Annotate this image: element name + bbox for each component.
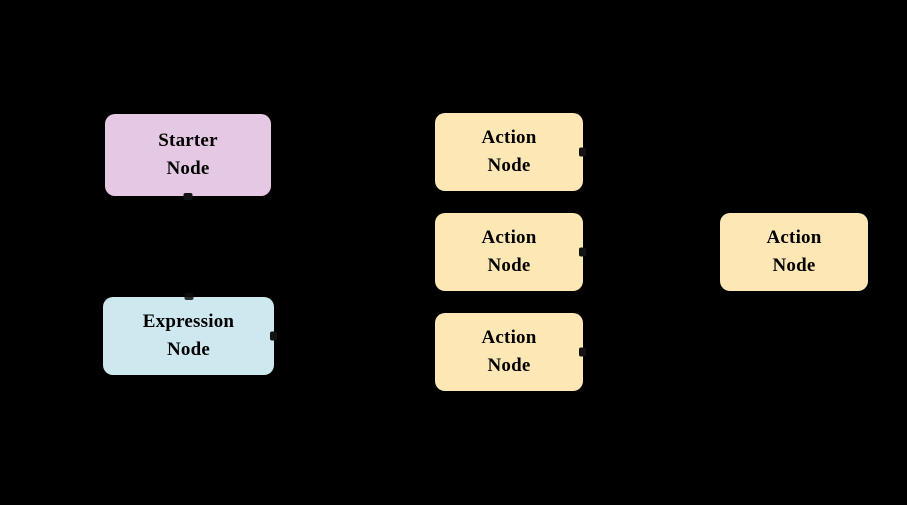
node-action-1-label-line2: Node — [487, 155, 531, 176]
node-action-3-label-line2: Node — [487, 355, 531, 376]
node-action-1-label-line1: Action — [481, 127, 537, 149]
node-action-4-label-line2: Node — [772, 255, 816, 276]
node-action-3-label-line1: Action — [481, 327, 537, 349]
node-action-3-output-port[interactable] — [579, 347, 586, 357]
node-action-1-output-port[interactable] — [579, 147, 586, 157]
node-expression[interactable]: Expression Node — [103, 293, 277, 375]
node-starter-output-port[interactable] — [183, 193, 193, 200]
node-action-3[interactable]: Action Node — [435, 313, 586, 391]
node-action-1[interactable]: Action Node — [435, 113, 586, 191]
node-starter-label-line2: Node — [166, 158, 210, 179]
node-action-2-output-port[interactable] — [579, 247, 586, 257]
node-expression-label-line1: Expression — [142, 311, 235, 333]
node-action-4[interactable]: Action Node — [720, 213, 868, 291]
node-action-2-label-line1: Action — [481, 227, 537, 249]
node-expression-output-port[interactable] — [270, 331, 277, 341]
node-starter-label-line1: Starter — [158, 130, 218, 152]
node-action-2[interactable]: Action Node — [435, 213, 586, 291]
node-expression-label-line2: Node — [166, 339, 211, 360]
node-starter[interactable]: Starter Node — [105, 114, 271, 200]
node-action-4-label-line1: Action — [766, 227, 822, 249]
node-expression-input-port[interactable] — [184, 293, 193, 300]
node-action-2-label-line2: Node — [487, 255, 531, 276]
